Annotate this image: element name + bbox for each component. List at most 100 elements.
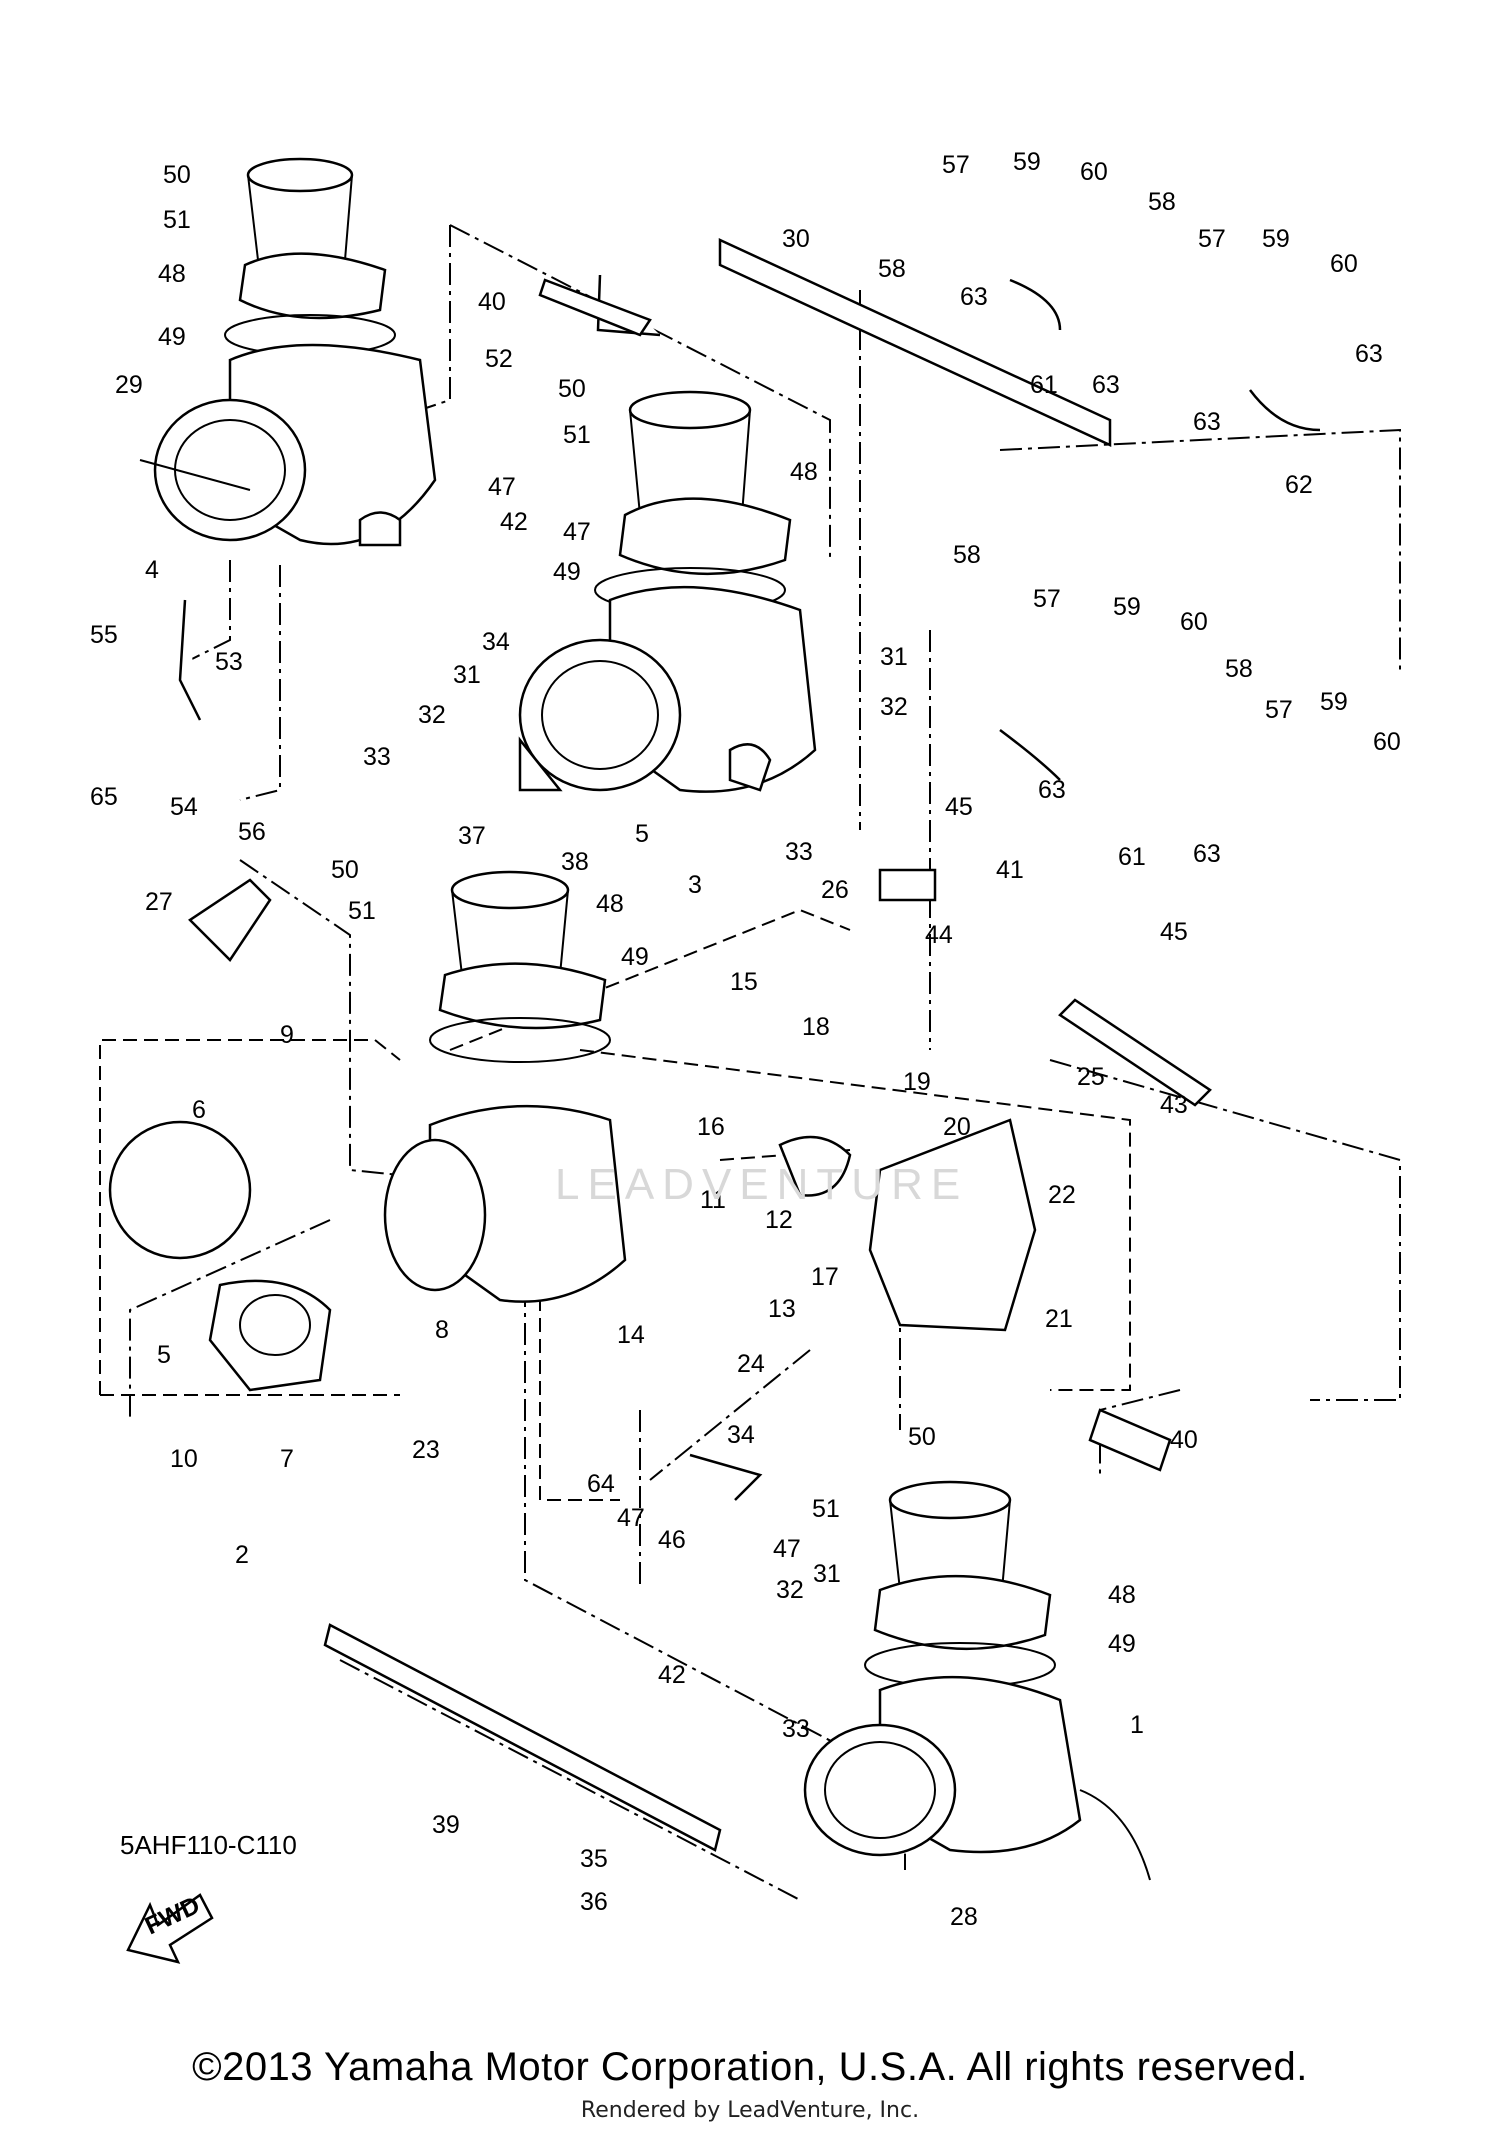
copyright-notice: ©2013 Yamaha Motor Corporation, U.S.A. A… — [192, 2045, 1308, 2089]
callout-label: 48 — [1108, 1581, 1136, 1609]
callout-label: 41 — [996, 856, 1024, 884]
callout-label: 65 — [90, 783, 118, 811]
callout-label: 9 — [280, 1021, 294, 1049]
callout-label: 32 — [776, 1576, 804, 1604]
callout-label: 6 — [192, 1096, 206, 1124]
callout-label: 34 — [482, 628, 510, 656]
callout-label: 47 — [563, 518, 591, 546]
callout-label: 48 — [158, 260, 186, 288]
callout-label: 36 — [580, 1888, 608, 1916]
callout-label: 40 — [1170, 1426, 1198, 1454]
callout-label: 34 — [727, 1421, 755, 1449]
callout-label: 13 — [768, 1295, 796, 1323]
callout-label: 31 — [880, 643, 908, 671]
callout-label: 60 — [1180, 608, 1208, 636]
callout-label: 59 — [1320, 688, 1348, 716]
callout-label: 27 — [145, 888, 173, 916]
callout-label: 63 — [1193, 408, 1221, 436]
callout-label: 11 — [700, 1186, 726, 1214]
callout-label: 62 — [1285, 471, 1313, 499]
callout-label: 60 — [1373, 728, 1401, 756]
callout-label: 57 — [1265, 696, 1293, 724]
callout-label: 28 — [950, 1903, 978, 1931]
callout-label: 55 — [90, 621, 118, 649]
callout-label: 59 — [1113, 593, 1141, 621]
callout-label: 2 — [235, 1541, 249, 1569]
callout-label: 5 — [635, 820, 649, 848]
callout-label: 39 — [432, 1811, 460, 1839]
callout-label: 60 — [1330, 250, 1358, 278]
callout-label: 56 — [238, 818, 266, 846]
callout-label: 25 — [1077, 1063, 1105, 1091]
linkage-rods-and-hoses — [178, 238, 1321, 1852]
callout-label: 54 — [170, 793, 198, 821]
callout-label: 47 — [773, 1535, 801, 1563]
callout-label: 42 — [658, 1661, 686, 1689]
callout-label: 51 — [563, 421, 591, 449]
callout-label: 50 — [558, 375, 586, 403]
callout-label: 19 — [903, 1068, 931, 1096]
callout-label: 49 — [1108, 1630, 1136, 1658]
carburetor-upper-left — [139, 157, 437, 547]
callout-label: 63 — [1038, 776, 1066, 804]
callout-label: 22 — [1048, 1181, 1076, 1209]
callout-label: 10 — [170, 1445, 198, 1473]
callout-label: 45 — [945, 793, 973, 821]
callout-label: 15 — [730, 968, 758, 996]
callout-label: 49 — [621, 943, 649, 971]
callout-label: 63 — [1355, 340, 1383, 368]
callout-label: 58 — [878, 255, 906, 283]
callout-label: 38 — [561, 848, 589, 876]
callout-label: 50 — [908, 1423, 936, 1451]
callout-label: 63 — [1092, 371, 1120, 399]
callout-label: 17 — [811, 1263, 839, 1291]
callout-label: 29 — [115, 371, 143, 399]
callout-label: 21 — [1045, 1305, 1073, 1333]
callout-label: 5 — [157, 1341, 171, 1369]
carburetor-mid-left — [108, 870, 1037, 1392]
callout-label: 61 — [1030, 371, 1058, 399]
callout-label: 47 — [617, 1504, 645, 1532]
callout-label: 60 — [1080, 158, 1108, 186]
callout-label: 58 — [1148, 188, 1176, 216]
callout-label: 30 — [782, 225, 810, 253]
callout-label: 31 — [813, 1560, 841, 1588]
callout-label: 45 — [1160, 918, 1188, 946]
callout-label: 3 — [688, 871, 702, 899]
callout-label: 52 — [485, 345, 513, 373]
callout-label: 4 — [145, 556, 159, 584]
callout-label: 57 — [942, 151, 970, 179]
callout-label: 59 — [1013, 148, 1041, 176]
callout-label: 40 — [478, 288, 506, 316]
callout-label: 20 — [943, 1113, 971, 1141]
callout-label: 51 — [348, 897, 376, 925]
callout-label: 44 — [925, 921, 953, 949]
callout-label: 16 — [697, 1113, 725, 1141]
callout-label: 32 — [418, 701, 446, 729]
callout-label: 26 — [821, 876, 849, 904]
callout-labels: 50 51 48 49 29 4 55 53 65 54 56 27 50 51… — [90, 148, 1401, 1931]
callout-label: 33 — [363, 743, 391, 771]
callout-label: 48 — [596, 890, 624, 918]
callout-label: 58 — [953, 541, 981, 569]
callout-label: 12 — [765, 1206, 793, 1234]
callout-label: 46 — [658, 1526, 686, 1554]
callout-label: 59 — [1262, 225, 1290, 253]
callout-label: 48 — [790, 458, 818, 486]
callout-label: 50 — [331, 856, 359, 884]
carburetor-lower-right — [803, 1480, 1151, 1881]
callout-label: 58 — [1225, 655, 1253, 683]
callout-label: 14 — [617, 1321, 645, 1349]
callout-label: 47 — [488, 473, 516, 501]
callout-label: 57 — [1033, 585, 1061, 613]
fwd-arrow: FWD — [126, 1891, 214, 1964]
rendered-by-credit: Rendered by LeadVenture, Inc. — [580, 2098, 920, 2123]
callout-label: 61 — [1118, 843, 1146, 871]
callout-label: 43 — [1160, 1091, 1188, 1119]
callout-label: 64 — [587, 1470, 615, 1498]
watermark: LEADVENTURE — [555, 1160, 969, 1209]
callout-label: 32 — [880, 693, 908, 721]
callout-label: 63 — [960, 283, 988, 311]
carburetor-upper-middle — [518, 390, 817, 793]
